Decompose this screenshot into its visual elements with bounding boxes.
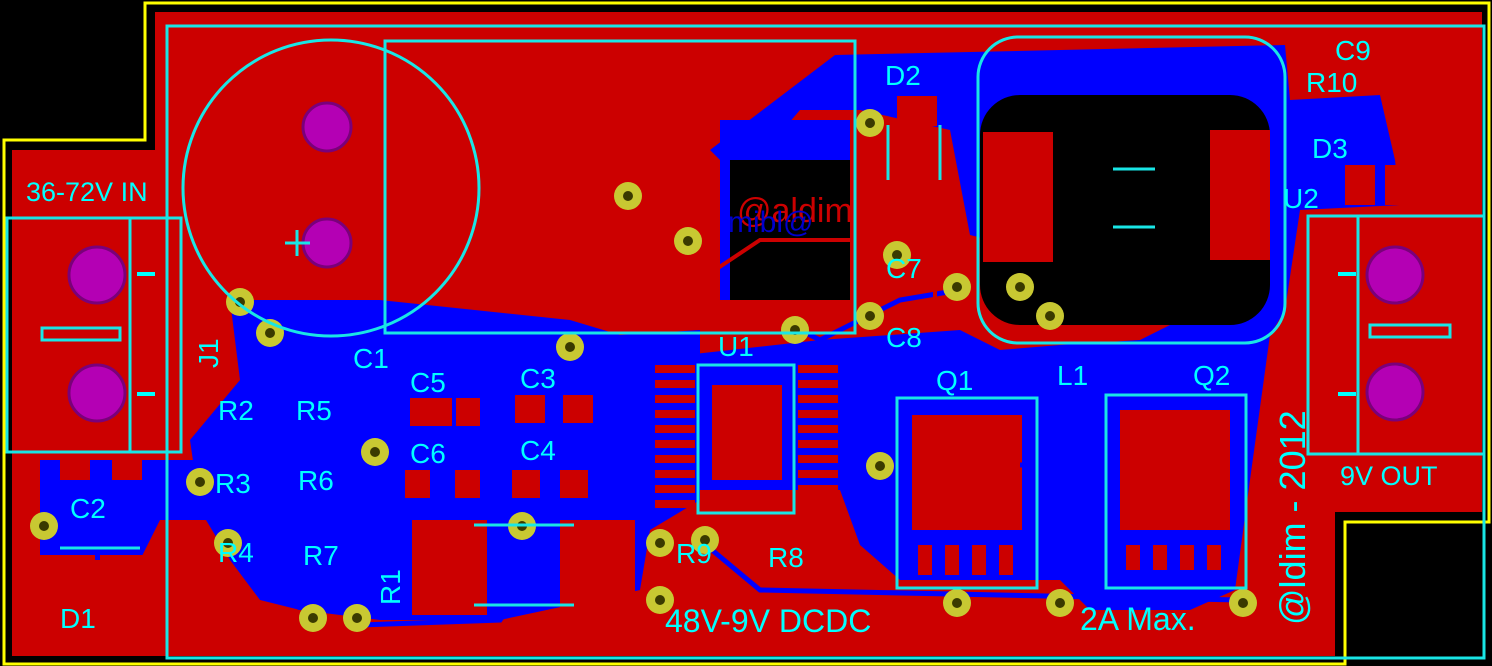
label-c8: C8 bbox=[886, 322, 922, 353]
smd-pads bbox=[40, 57, 1445, 615]
vias bbox=[30, 109, 1257, 632]
copper-text: @aldim mibl@ bbox=[728, 192, 853, 239]
label-c7: C7 bbox=[886, 253, 922, 284]
label-c5: C5 bbox=[410, 367, 446, 398]
q2-outline bbox=[1104, 393, 1248, 590]
label-j1: J1 bbox=[193, 338, 224, 368]
label-r8: R8 bbox=[768, 542, 804, 573]
silkscreen-outlines bbox=[5, 24, 1486, 660]
connector-marks bbox=[137, 272, 1356, 396]
q1-outline bbox=[895, 396, 1039, 590]
label-r7: R7 bbox=[303, 540, 339, 571]
l1-outline bbox=[976, 35, 1287, 345]
label-c4: C4 bbox=[520, 435, 556, 466]
label-r2: R2 bbox=[218, 395, 254, 426]
j2-outline bbox=[1306, 214, 1486, 456]
label-r5: R5 bbox=[296, 395, 332, 426]
through-hole-pads bbox=[67, 101, 1425, 423]
label-c2: C2 bbox=[70, 493, 106, 524]
label-r1: R1 bbox=[375, 569, 406, 605]
label-u1: U1 bbox=[718, 331, 754, 362]
label-r4: R4 bbox=[218, 537, 254, 568]
label-r10: R10 bbox=[1306, 67, 1357, 98]
output-label: 9V OUT bbox=[1340, 461, 1438, 491]
label-c9: C9 bbox=[1335, 35, 1371, 66]
u1-pins bbox=[655, 365, 838, 508]
copper-text-mirrored: mibl@ bbox=[728, 206, 813, 239]
label-r3: R3 bbox=[215, 468, 251, 499]
label-q1: Q1 bbox=[936, 365, 973, 396]
label-c3: C3 bbox=[520, 363, 556, 394]
label-c6: C6 bbox=[410, 438, 446, 469]
label-u2: U2 bbox=[1283, 183, 1319, 214]
j1-outline bbox=[5, 216, 183, 454]
author-label: @ldim - 2012 bbox=[1272, 410, 1313, 625]
label-r6: R6 bbox=[298, 465, 334, 496]
label-d2: D2 bbox=[885, 60, 921, 91]
label-c1: C1 bbox=[353, 343, 389, 374]
label-d3: D3 bbox=[1312, 133, 1348, 164]
label-l1: L1 bbox=[1057, 360, 1088, 391]
copper-text-top: @aldim bbox=[737, 192, 853, 230]
mosfet-heatsink-outline bbox=[383, 39, 857, 335]
mosfet-leads bbox=[918, 545, 1221, 575]
board-title: 48V-9V DCDC bbox=[665, 603, 871, 639]
silkscreen-labels: 36-72V IN 9V OUT 48V-9V DCDC 2A Max. @ld… bbox=[26, 35, 1438, 639]
label-r9: R9 bbox=[676, 538, 712, 569]
max-current-label: 2A Max. bbox=[1080, 601, 1196, 637]
input-label: 36-72V IN bbox=[26, 177, 148, 207]
label-q2: Q2 bbox=[1193, 360, 1230, 391]
c1-outline bbox=[181, 38, 481, 338]
label-d1: D1 bbox=[60, 603, 96, 634]
traces bbox=[297, 287, 1241, 628]
u1-outline bbox=[696, 363, 796, 515]
